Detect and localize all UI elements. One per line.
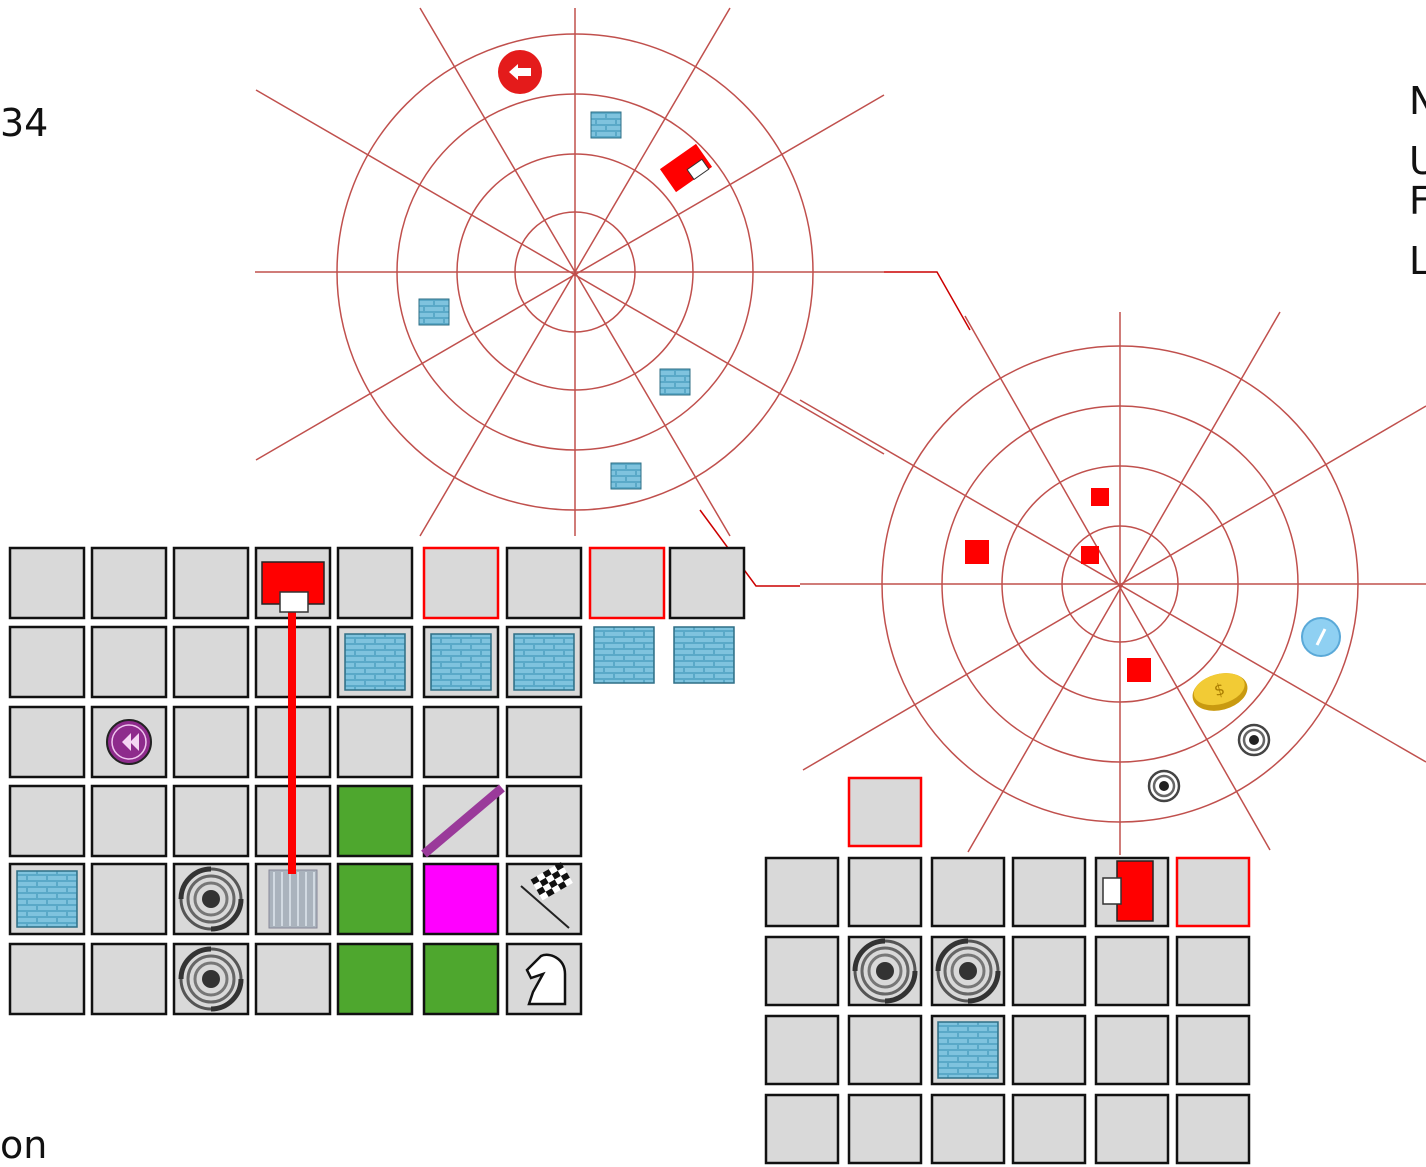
gold-coin-icon[interactable]: $ [1188, 667, 1251, 716]
grid-cell[interactable] [338, 786, 412, 856]
red-robot-icon[interactable] [660, 144, 712, 192]
grid-cell[interactable] [1096, 1095, 1168, 1163]
grid-cell[interactable] [849, 937, 921, 1005]
grid-cell[interactable] [174, 864, 248, 934]
ice-tile-icon [269, 870, 317, 928]
spider-web-board-top [255, 8, 884, 536]
grid-cell[interactable] [1013, 1016, 1085, 1084]
grid-cell[interactable] [849, 1095, 921, 1163]
grid-cell[interactable] [424, 627, 498, 697]
left-game-grid [10, 548, 744, 1014]
grid-cell[interactable] [92, 707, 166, 777]
grid-cell[interactable] [92, 548, 166, 618]
red-marker[interactable] [965, 540, 989, 564]
grid-cell[interactable] [507, 944, 581, 1014]
grid-cell[interactable] [1177, 858, 1249, 926]
grid-cell[interactable] [849, 858, 921, 926]
grid-cell[interactable] [1096, 937, 1168, 1005]
grid-cell[interactable] [10, 864, 84, 934]
grid-cell[interactable] [932, 858, 1004, 926]
red-robot-icon[interactable] [262, 562, 324, 612]
right-game-grid [766, 858, 1249, 1163]
grid-cell[interactable] [338, 864, 412, 934]
brick-wall-icon [611, 463, 641, 489]
selected-cell[interactable] [849, 778, 921, 846]
grid-cell[interactable] [766, 1016, 838, 1084]
grid-cell[interactable] [92, 627, 166, 697]
grid-cell[interactable] [338, 707, 412, 777]
grid-cell[interactable] [10, 944, 84, 1014]
grid-cell[interactable] [1013, 937, 1085, 1005]
grid-cell[interactable] [256, 864, 330, 934]
blue-token-icon[interactable] [1302, 618, 1340, 656]
grid-cell[interactable] [932, 937, 1004, 1005]
grid-cell[interactable] [1013, 858, 1085, 926]
grid-cell[interactable] [766, 858, 838, 926]
brick-wall-icon [594, 627, 654, 683]
grid-cell[interactable] [1013, 1095, 1085, 1163]
vortex-icon [1147, 769, 1181, 803]
grid-cell[interactable] [10, 627, 84, 697]
grid-cell[interactable] [766, 1095, 838, 1163]
grid-cell[interactable] [1096, 1016, 1168, 1084]
grid-cell[interactable] [10, 548, 84, 618]
brick-wall-icon [514, 634, 574, 690]
grid-cell[interactable] [670, 548, 744, 618]
grid-cell[interactable] [507, 786, 581, 856]
brick-wall-icon [660, 369, 690, 395]
brick-wall-icon [431, 634, 491, 690]
grid-cell[interactable] [507, 707, 581, 777]
grid-cell[interactable] [92, 864, 166, 934]
grid-cell[interactable] [256, 944, 330, 1014]
vortex-icon [1237, 723, 1271, 757]
rewind-icon [107, 720, 151, 764]
grid-cell[interactable] [424, 864, 498, 934]
red-marker[interactable] [1127, 658, 1151, 682]
grid-cell[interactable] [338, 627, 412, 697]
grid-cell[interactable] [174, 627, 248, 697]
grid-cell[interactable] [507, 548, 581, 618]
grid-cell[interactable] [1177, 1095, 1249, 1163]
spider-web-board-right [800, 312, 1426, 855]
brick-wall-icon [591, 112, 621, 138]
grid-cell[interactable] [766, 937, 838, 1005]
brick-wall-icon [17, 871, 77, 927]
brick-wall-icon [345, 634, 405, 690]
grid-cell[interactable] [338, 944, 412, 1014]
grid-cell[interactable] [174, 548, 248, 618]
brick-wall-icon [419, 299, 449, 325]
grid-cell[interactable] [92, 786, 166, 856]
grid-cell[interactable] [932, 1016, 1004, 1084]
grid-cell[interactable] [92, 944, 166, 1014]
red-marker[interactable] [1091, 488, 1109, 506]
grid-cell[interactable] [849, 1016, 921, 1084]
grid-cell[interactable] [174, 707, 248, 777]
grid-cell[interactable] [424, 944, 498, 1014]
grid-cell[interactable] [338, 548, 412, 618]
grid-cell[interactable] [424, 548, 498, 618]
grid-cell[interactable] [174, 786, 248, 856]
grid-cell[interactable] [932, 1095, 1004, 1163]
grid-cell[interactable] [10, 786, 84, 856]
grid-cell[interactable] [590, 548, 664, 618]
grid-cell[interactable] [174, 944, 248, 1014]
connection-line [884, 272, 970, 330]
grid-cell[interactable] [1177, 1016, 1249, 1084]
grid-cell[interactable] [424, 707, 498, 777]
grid-cell[interactable] [507, 627, 581, 697]
brick-wall-icon [938, 1022, 998, 1078]
red-marker[interactable] [1081, 546, 1099, 564]
grid-cell[interactable] [10, 707, 84, 777]
grid-cell[interactable] [1177, 937, 1249, 1005]
arrow-badge-icon[interactable] [498, 50, 542, 94]
brick-wall-icon [674, 627, 734, 683]
grid-cell[interactable] [507, 862, 581, 934]
